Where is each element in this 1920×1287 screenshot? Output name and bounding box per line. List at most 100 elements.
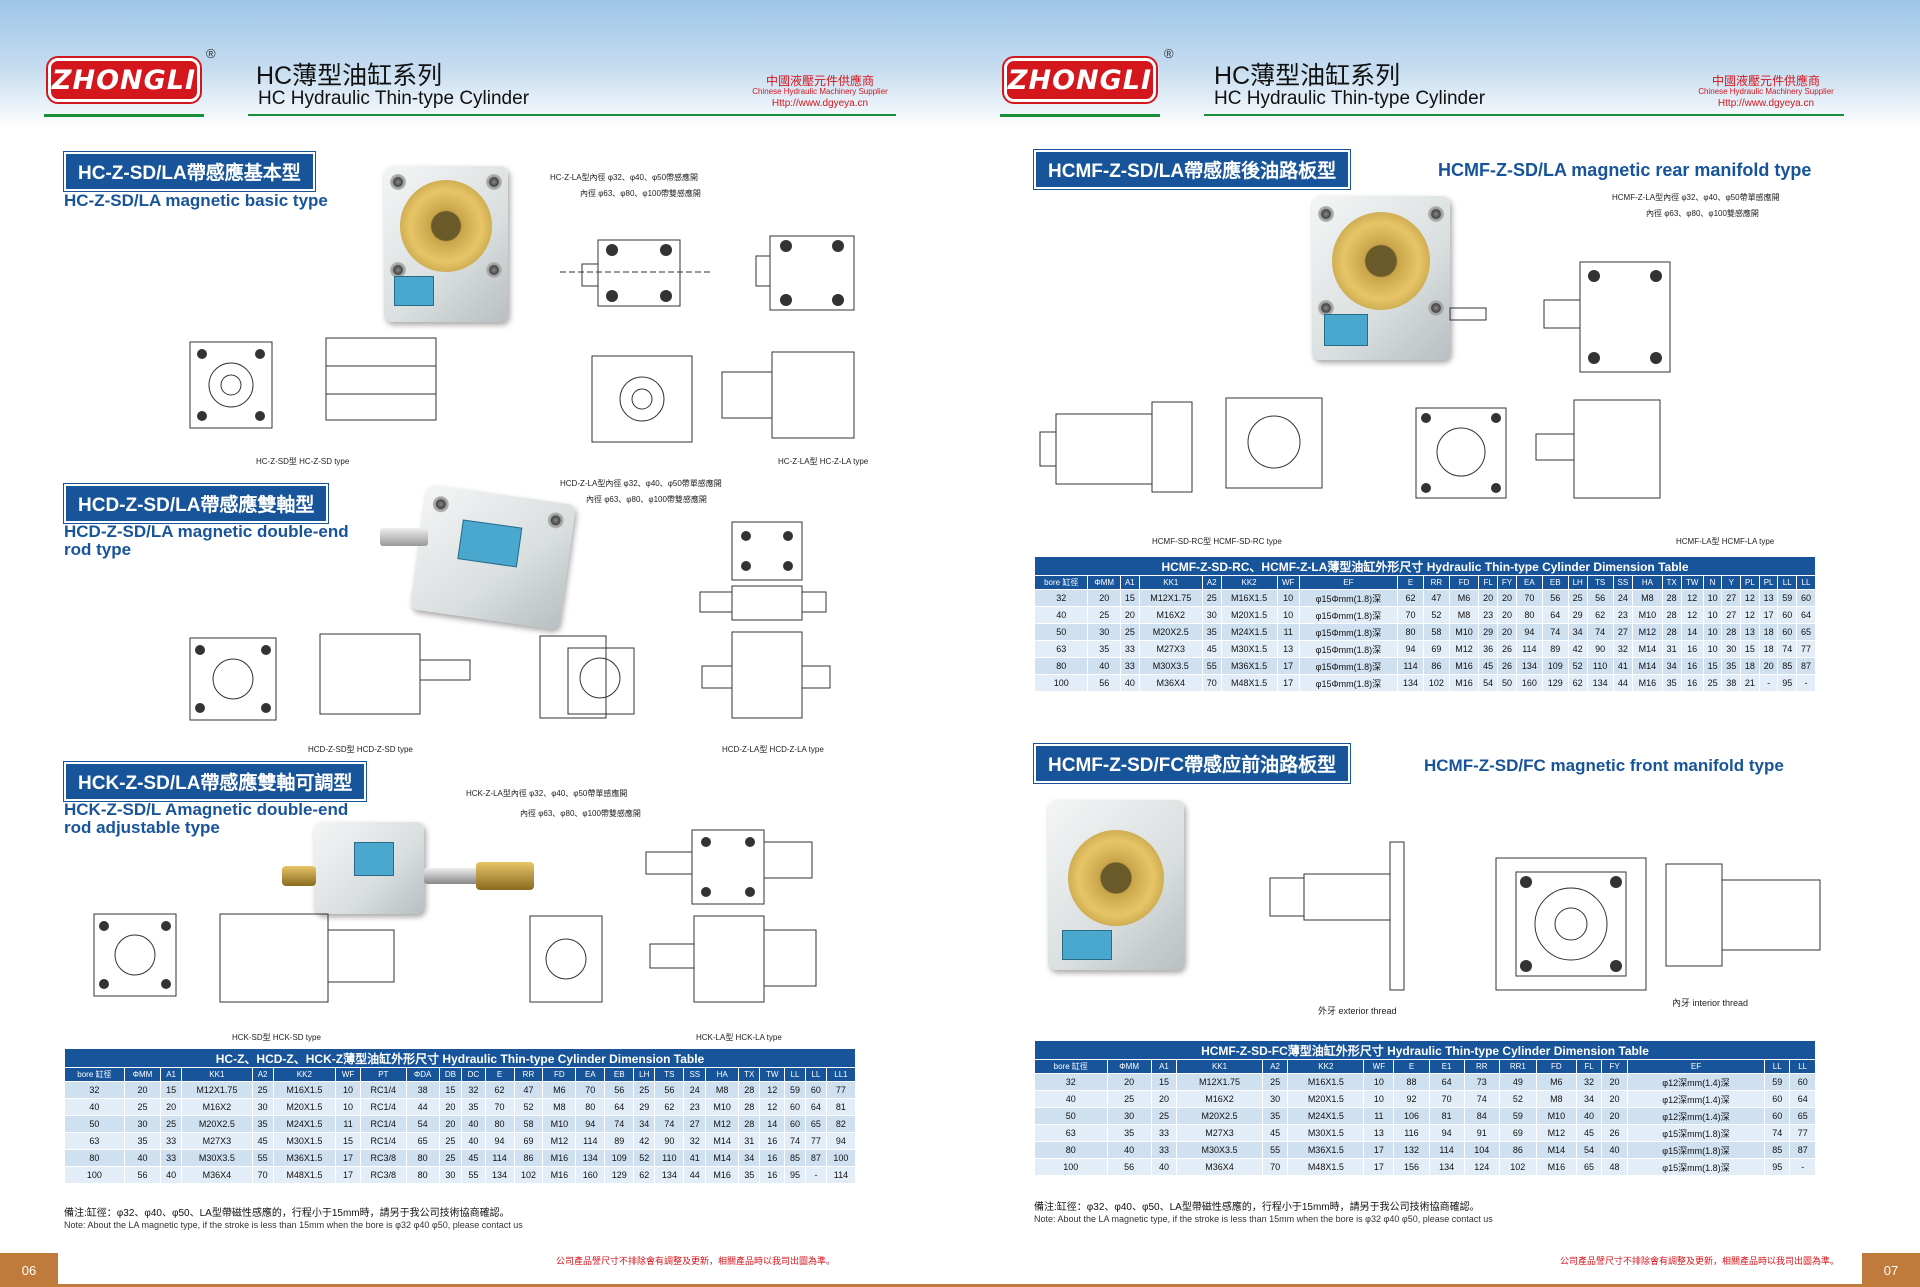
table-cell: M14 [1632, 657, 1663, 675]
table-cell: 18 [1740, 657, 1760, 675]
table-cell: - [1758, 674, 1779, 692]
table-cell: M48X1.5 [272, 1166, 337, 1184]
table-cell: 56 [123, 1166, 162, 1184]
table-header: TX [738, 1067, 761, 1082]
table-cell: M14 [705, 1149, 740, 1167]
table-cell: M20X1.5 [272, 1098, 337, 1116]
table-header: LL [1789, 1059, 1816, 1074]
table-cell: 80 [575, 1098, 606, 1116]
table-cell: 102 [1422, 674, 1450, 692]
table-cell: φ15Φmm(1.8)深 [1298, 589, 1399, 607]
table-cell: 32 [1033, 589, 1089, 607]
table-cell: 30 [1261, 1090, 1289, 1108]
table-cell: 45 [1261, 1124, 1289, 1142]
table-cell: 17 [1363, 1141, 1395, 1159]
adjust-nut [282, 866, 316, 886]
table-cell: 64 [1796, 606, 1816, 624]
table-cell: 30 [1106, 1107, 1152, 1125]
table-cell: 30 [1087, 623, 1122, 641]
table-cell: 25 [438, 1149, 463, 1167]
table-cell: 114 [1428, 1141, 1465, 1159]
table-cell: M12 [705, 1115, 740, 1133]
table-cell: M16 [1448, 674, 1480, 692]
table-cell: 11 [1276, 623, 1300, 641]
table-cell: 116 [1393, 1124, 1430, 1142]
section-tag-hcd-double: HCD-Z-SD/LA帶感應雙軸型 [64, 484, 329, 523]
table-cell: M16 [1632, 674, 1663, 692]
piston-rod [380, 528, 428, 546]
table-cell: 70 [484, 1098, 515, 1116]
hcd-caption-sd: HCD-Z-SD型 HCD-Z-SD type [308, 745, 413, 754]
table-cell: φ15深mm(1.8)深 [1626, 1141, 1766, 1159]
table-cell: M12X1.75 [181, 1081, 253, 1099]
table-cell: M30X3.5 [1138, 657, 1203, 675]
table-cell: 45 [251, 1132, 274, 1150]
table-cell: 15 [1150, 1073, 1178, 1091]
table-cell: 95 [1777, 674, 1798, 692]
adjust-nut [476, 862, 534, 890]
right-note-en: Note: About the LA magnetic type, if the… [1034, 1214, 1493, 1224]
table-cell: 16 [759, 1132, 786, 1150]
table-cell: 56 [604, 1081, 635, 1099]
piston-rod [424, 868, 480, 884]
table-cell: M20X2.5 [1176, 1107, 1263, 1125]
table-cell: M8 [1448, 606, 1480, 624]
table-cell: 11 [1363, 1107, 1395, 1125]
page-number-right: 07 [1862, 1253, 1920, 1287]
hcd-note-2: 內徑 φ63、φ80、φ100帶雙感應開 [586, 495, 707, 504]
table-cell: 12 [1680, 589, 1704, 607]
table-cell: φ15Φmm(1.8)深 [1298, 640, 1399, 658]
zhongli-logo: ZHONGLI [1004, 58, 1156, 102]
table-header: ΦMM [1106, 1059, 1152, 1074]
table-cell: 13 [1363, 1124, 1395, 1142]
table-cell: 80 [484, 1115, 515, 1133]
table-header: E [1397, 575, 1424, 590]
table-cell: 20 [160, 1098, 183, 1116]
table-cell: M36X1.5 [272, 1149, 337, 1167]
table-header: DB [438, 1067, 463, 1082]
website-link[interactable]: Http://www.dgyeya.cn [771, 98, 869, 109]
table-header: KK2 [1287, 1059, 1365, 1074]
table-cell: 69 [513, 1132, 544, 1150]
table-cell: M36X1.5 [1287, 1141, 1365, 1159]
table-cell: 94 [484, 1132, 515, 1150]
table-cell: 10 [1702, 623, 1723, 641]
table-cell: 81 [1428, 1107, 1465, 1125]
table-cell: 87 [1796, 657, 1816, 675]
table-cell: 33 [160, 1132, 183, 1150]
table-cell: 94 [825, 1132, 857, 1150]
table-cell: 40 [1034, 1090, 1108, 1108]
table-cell: 77 [825, 1081, 857, 1099]
table-cell: 63 [1033, 640, 1089, 658]
table-cell: 35 [1201, 623, 1222, 641]
table-cell: 33 [1150, 1124, 1178, 1142]
table-cell: φ15深mm(1.8)深 [1626, 1158, 1766, 1176]
table-cell: 54 [1575, 1141, 1603, 1159]
table-cell: 20 [1496, 623, 1517, 641]
table-cell: 26 [1496, 657, 1517, 675]
table-cell: 12 [1740, 589, 1760, 607]
table-cell: 32 [1612, 640, 1634, 658]
table-cell: 40 [461, 1132, 486, 1150]
table-cell: 60 [1777, 623, 1798, 641]
table-header: TS [1586, 575, 1614, 590]
table-cell: 134 [484, 1166, 515, 1184]
table-cell: 74 [1463, 1090, 1500, 1108]
table-cell: M10 [1448, 623, 1480, 641]
table-header: HA [705, 1067, 740, 1082]
table-header: LH [1567, 575, 1588, 590]
table-cell: 114 [825, 1166, 857, 1184]
table-cell: 89 [604, 1132, 635, 1150]
table-cell: 35 [1106, 1124, 1152, 1142]
website-link[interactable]: Http://www.dgyeya.cn [1717, 98, 1815, 109]
table-cell: φ12深mm(1.4)深 [1626, 1073, 1766, 1091]
section-title-hck-2: rod adjustable type [64, 818, 220, 837]
table-cell: 60 [784, 1098, 806, 1116]
table-cell: 34 [1567, 623, 1588, 641]
table-cell: M36X4 [181, 1166, 253, 1184]
table-cell: 49 [1498, 1073, 1537, 1091]
table-cell: 58 [1422, 623, 1450, 641]
table-header: E [484, 1067, 515, 1082]
table-cell: 81 [825, 1098, 857, 1116]
